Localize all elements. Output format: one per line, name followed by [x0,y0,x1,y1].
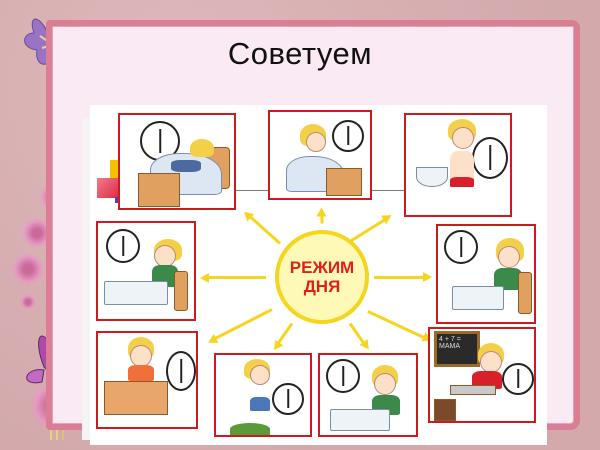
divider-line [120,190,410,191]
picture-breakfast [96,221,196,321]
girl-shirt [472,371,502,389]
girl-body [450,151,474,181]
clock-icon [166,351,196,391]
girl-head [480,351,502,373]
girl-head [498,246,520,268]
decoration-yellow [110,160,120,180]
image-shadow [82,118,92,440]
arrow-up-icon [320,211,324,224]
picture-sleep [118,113,236,210]
slide-title: Советуем [227,36,373,71]
school-bag [434,399,456,421]
girl-shirt [494,268,522,290]
picture-dinner [318,353,418,437]
grass [230,423,270,435]
picture-school: 4 + 7 = МАМА [428,327,536,423]
flower-icon [20,294,36,310]
girl-head [306,132,326,152]
girl-hair [190,139,214,157]
girl-head [154,245,176,267]
chair [518,272,532,314]
daily-routine-sun: РЕЖИМ ДНЯ [275,230,369,324]
picture-walk [214,353,312,437]
bed-footboard [138,173,180,207]
clock-icon [444,230,478,264]
arrow-right-icon [374,272,432,282]
desk [104,381,168,415]
clock-icon [472,137,508,179]
decoration-red [97,178,119,198]
blackboard: 4 + 7 = МАМА [434,331,480,367]
girl-head [374,373,396,395]
table [104,281,168,305]
clock-icon [106,229,140,263]
clock-icon [332,120,364,152]
sun-label-line1: РЕЖИМ [289,258,355,277]
clock-icon [326,359,360,393]
sun-label-line2: ДНЯ [303,277,341,296]
clock-icon [272,383,304,415]
girl-shorts [250,397,270,411]
table [452,286,504,310]
bed-footboard [326,168,362,196]
girl-shorts [450,177,474,187]
picture-wake-up [268,110,372,200]
picture-wash [404,113,512,217]
decoration-purple [115,197,120,203]
table [330,409,390,431]
picture-lunch [436,224,536,324]
girl-head [130,345,152,367]
girl-shirt [128,365,154,381]
girl-head [250,365,270,385]
sink [416,167,448,187]
chair [174,271,188,311]
picture-homework [96,331,198,429]
clock-icon [502,363,534,395]
arrow-left-icon [204,276,266,279]
girl-head [452,127,474,149]
flower-icon [12,253,44,285]
school-desk [450,385,496,395]
